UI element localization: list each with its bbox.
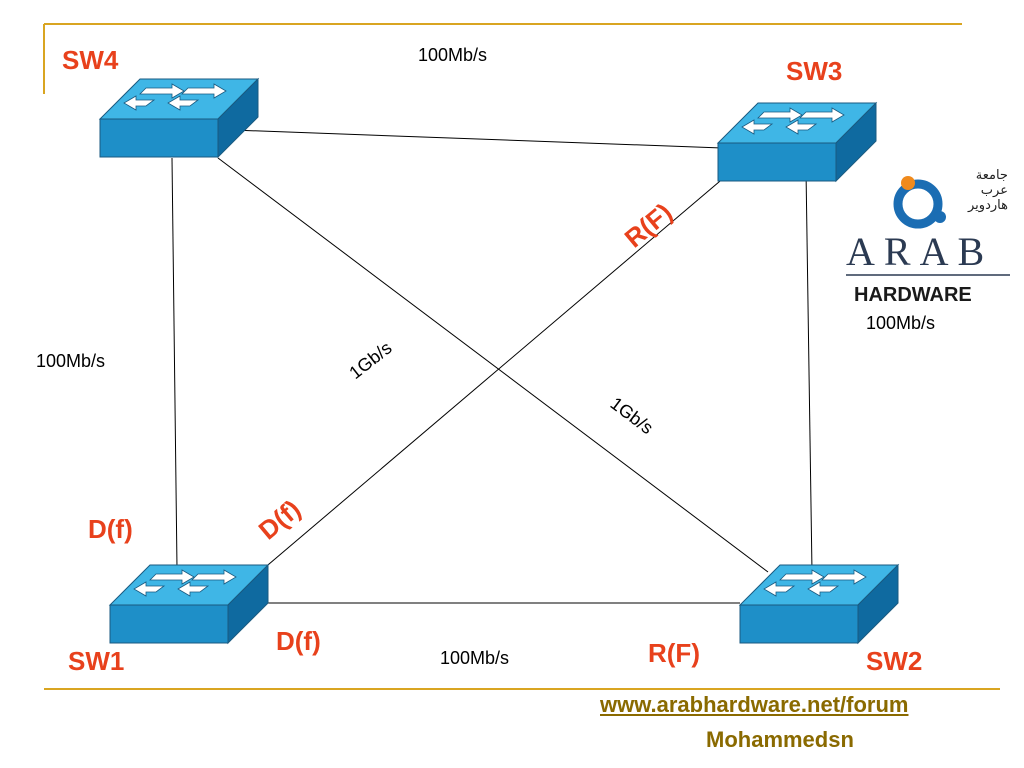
- logo-hardware-text: HARDWARE: [854, 284, 972, 306]
- switch-label-sw1: SW1: [68, 646, 125, 676]
- switch-sw2-icon: [739, 564, 899, 644]
- link-sw4-sw2: [217, 157, 769, 573]
- author-name: Mohammedsn: [706, 727, 854, 752]
- logo-arab-text: ARAB: [846, 229, 994, 274]
- speed-label-sw4-sw1: 100Mb/s: [36, 351, 106, 371]
- switch-sw1-icon: [109, 564, 269, 644]
- logo-arabic-line3: هاردوير: [968, 198, 1008, 213]
- logo-arabic-line2: عرب: [980, 183, 1008, 198]
- speed-label-sw3-sw2: 100Mb/s: [866, 313, 936, 333]
- speed-label-sw1-sw2: 100Mb/s: [440, 648, 510, 668]
- switch-label-sw3: SW3: [786, 56, 843, 86]
- links: [171, 129, 813, 604]
- logo-arabic-line1: جامعة: [975, 168, 1008, 183]
- link-sw4-sw1: [171, 157, 178, 569]
- arab-hardware-logo: جامعة عرب هاردوير ARAB HARDWARE: [840, 168, 1020, 308]
- switch-label-sw4: SW4: [62, 45, 119, 75]
- switch-sw4-icon: [99, 78, 259, 158]
- forum-link[interactable]: www.arabhardware.net/forum: [600, 692, 909, 717]
- link-sw4-sw3: [231, 129, 723, 149]
- switch-label-sw2: SW2: [866, 646, 923, 676]
- port-role-sw1-left: D(f): [88, 514, 133, 544]
- port-role-sw2-bottom: R(F): [648, 638, 700, 668]
- speed-label-sw4-sw3: 100Mb/s: [418, 45, 488, 65]
- port-role-sw1-bottom: D(f): [276, 626, 321, 656]
- link-sw1-sw3: [261, 175, 727, 571]
- arab-hardware-logo-icon: [846, 176, 1010, 276]
- logo-arabic-text: جامعة عرب هاردوير: [968, 168, 1008, 213]
- link-sw3-sw2: [805, 169, 813, 573]
